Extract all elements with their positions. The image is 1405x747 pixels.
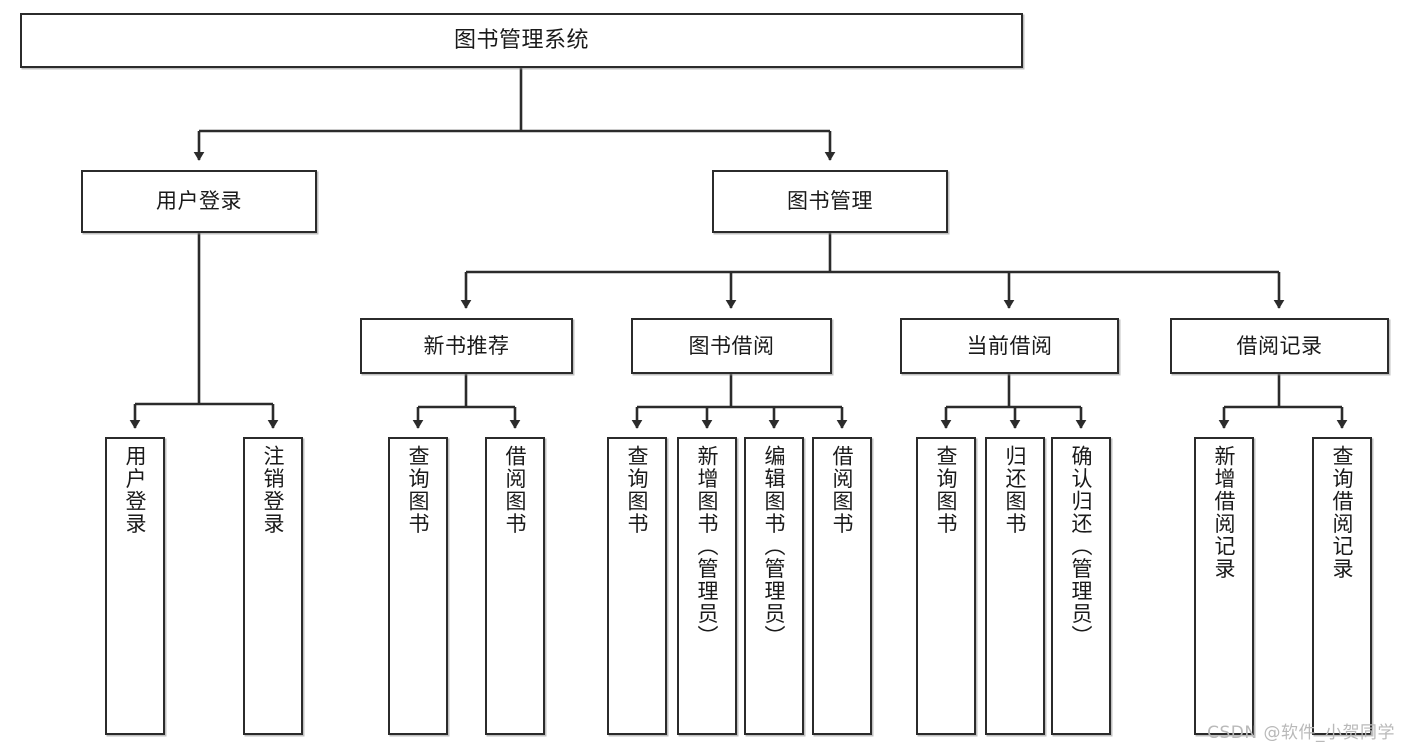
node-book-manage-label: 图书管理 — [787, 189, 873, 214]
node-book-borrow[interactable]: 图书借阅 — [631, 318, 832, 374]
node-leaf-borrow-book-1[interactable]: 借阅图书 — [485, 437, 545, 735]
node-leaf-query-book-2[interactable]: 查询图书 — [607, 437, 667, 735]
node-leaf-confirm-return-label: 确认归还（管理员） — [1069, 445, 1094, 648]
node-leaf-logout-label: 注销登录 — [261, 445, 286, 535]
node-borrow-record[interactable]: 借阅记录 — [1170, 318, 1389, 374]
csdn-watermark: CSDN @软件_小贺同学 — [1207, 723, 1395, 743]
node-leaf-edit-book[interactable]: 编辑图书（管理员） — [744, 437, 804, 735]
node-leaf-logout[interactable]: 注销登录 — [243, 437, 303, 735]
node-leaf-borrow-book-1-label: 借阅图书 — [503, 445, 528, 535]
node-leaf-add-book[interactable]: 新增图书（管理员） — [677, 437, 737, 735]
node-book-borrow-label: 图书借阅 — [688, 333, 775, 358]
node-leaf-return-book[interactable]: 归还图书 — [985, 437, 1045, 735]
node-new-book-recommend-label: 新书推荐 — [423, 333, 510, 358]
node-leaf-query-book-1[interactable]: 查询图书 — [388, 437, 448, 735]
node-book-manage[interactable]: 图书管理 — [712, 170, 948, 233]
node-root-label: 图书管理系统 — [453, 27, 589, 53]
node-leaf-query-record-label: 查询借阅记录 — [1330, 445, 1355, 580]
node-borrow-record-label: 借阅记录 — [1236, 333, 1323, 358]
node-leaf-query-book-3[interactable]: 查询图书 — [916, 437, 976, 735]
node-leaf-borrow-book-2-label: 借阅图书 — [830, 445, 855, 535]
node-leaf-confirm-return[interactable]: 确认归还（管理员） — [1051, 437, 1111, 735]
node-leaf-user-login[interactable]: 用户登录 — [105, 437, 165, 735]
node-new-book-recommend[interactable]: 新书推荐 — [360, 318, 573, 374]
node-leaf-query-book-3-label: 查询图书 — [934, 445, 959, 535]
node-leaf-add-book-label: 新增图书（管理员） — [695, 445, 720, 648]
node-current-borrow-label: 当前借阅 — [966, 333, 1053, 358]
node-leaf-query-book-1-label: 查询图书 — [406, 445, 431, 535]
node-leaf-query-record[interactable]: 查询借阅记录 — [1312, 437, 1372, 735]
node-leaf-edit-book-label: 编辑图书（管理员） — [762, 445, 787, 648]
node-leaf-add-record[interactable]: 新增借阅记录 — [1194, 437, 1254, 735]
node-current-borrow[interactable]: 当前借阅 — [900, 318, 1119, 374]
node-leaf-return-book-label: 归还图书 — [1003, 445, 1028, 535]
node-leaf-borrow-book-2[interactable]: 借阅图书 — [812, 437, 872, 735]
node-leaf-add-record-label: 新增借阅记录 — [1212, 445, 1237, 580]
node-user-login[interactable]: 用户登录 — [81, 170, 317, 233]
node-user-login-label: 用户登录 — [156, 189, 242, 214]
node-root[interactable]: 图书管理系统 — [20, 13, 1023, 68]
node-leaf-query-book-2-label: 查询图书 — [625, 445, 650, 535]
node-leaf-user-login-label: 用户登录 — [123, 445, 148, 535]
